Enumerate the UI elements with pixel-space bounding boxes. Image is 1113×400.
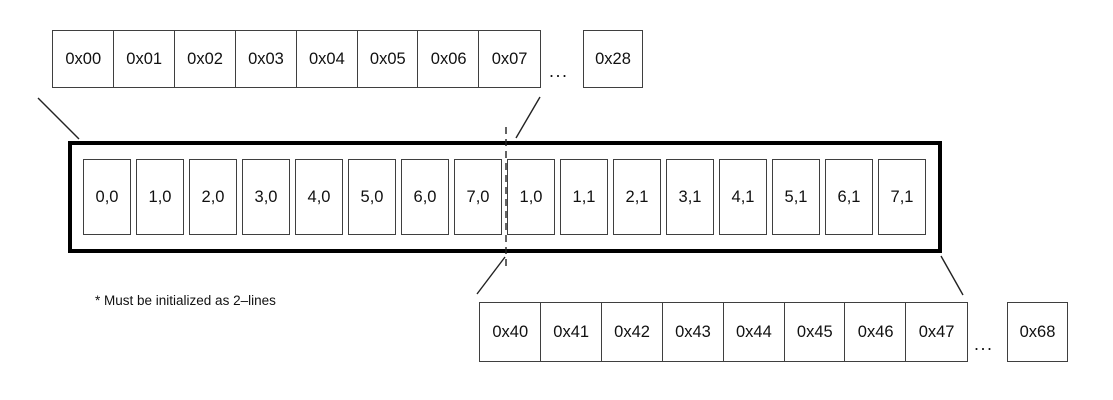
buffer-cell: 5,1	[772, 159, 820, 235]
address-cell: 0x07	[478, 30, 541, 88]
buffer-cell: 6,0	[401, 159, 449, 235]
address-cell: 0x06	[417, 30, 480, 88]
connector-bottom-right-line	[940, 255, 964, 296]
buffer-cell: 2,1	[613, 159, 661, 235]
top-ellipsis: ...	[549, 60, 569, 81]
buffer-cell: 3,1	[666, 159, 714, 235]
address-cell: 0x40	[479, 302, 542, 362]
buffer-cell: 4,0	[295, 159, 343, 235]
footnote: * Must be initialized as 2–lines	[95, 293, 276, 308]
buffer-cell: 7,1	[878, 159, 926, 235]
buffer-cell: 0,0	[83, 159, 131, 235]
address-cell: 0x05	[356, 30, 420, 88]
address-cell-tail: 0x28	[583, 30, 643, 88]
bottom-ellipsis: ...	[974, 333, 994, 354]
address-cell: 0x01	[112, 30, 176, 88]
connector-top-right-line	[515, 96, 541, 139]
address-cell: 0x47	[905, 302, 968, 362]
address-cell-tail: 0x68	[1007, 302, 1068, 362]
address-cell: 0x41	[539, 302, 603, 362]
buffer-cell: 4,1	[719, 159, 767, 235]
buffer-cell: 5,0	[348, 159, 396, 235]
buffer-cell: 1,0	[136, 159, 184, 235]
line-buffer-box: 0,0 1,0 2,0 3,0 4,0 5,0 6,0 7,0 1,0 1,1 …	[68, 141, 942, 253]
buffer-cell: 3,0	[242, 159, 290, 235]
line0-address-strip: 0x00 0x01 0x02 0x03 0x04 0x05 0x06 0x07	[52, 30, 541, 88]
line1-address-strip: 0x40 0x41 0x42 0x43 0x44 0x45 0x46 0x47	[479, 302, 968, 362]
buffer-cell: 1,1	[560, 159, 608, 235]
connector-top-left-line	[37, 97, 80, 140]
buffer-cell: 2,0	[189, 159, 237, 235]
address-cell: 0x03	[234, 30, 298, 88]
address-cell: 0x42	[600, 302, 664, 362]
address-cell: 0x45	[783, 302, 847, 362]
buffer-cell: 6,1	[825, 159, 873, 235]
buffer-cell: 7,0	[454, 159, 502, 235]
address-cell: 0x46	[844, 302, 907, 362]
address-cell: 0x04	[295, 30, 359, 88]
address-cell: 0x44	[722, 302, 786, 362]
address-cell: 0x02	[173, 30, 237, 88]
connector-bottom-left-line	[476, 256, 506, 295]
address-cell: 0x43	[661, 302, 725, 362]
buffer-cell: 1,0	[507, 159, 555, 235]
address-cell: 0x00	[52, 30, 115, 88]
